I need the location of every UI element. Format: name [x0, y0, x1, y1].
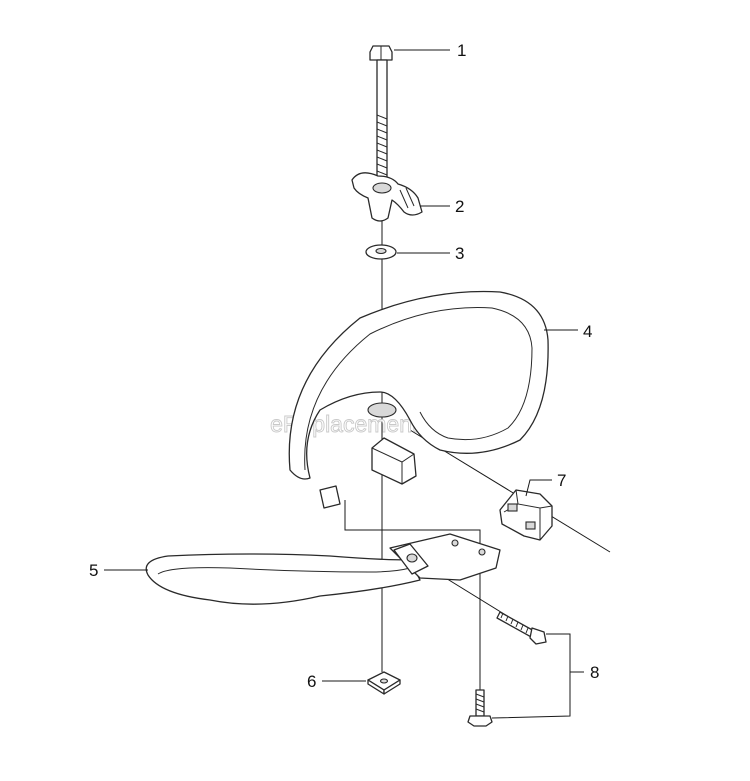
part-6-square-nut [367, 671, 401, 695]
callout-2: 2 [455, 197, 464, 216]
callout-labels: 1 2 3 4 5 6 7 8 [89, 41, 599, 691]
callout-1: 1 [457, 41, 466, 60]
leader-lines [104, 49, 584, 719]
part-3-washer [365, 244, 397, 260]
part-5-guard-bar [145, 533, 501, 605]
callout-3: 3 [455, 244, 464, 263]
part-2-wing-knob [351, 172, 423, 222]
callout-5: 5 [89, 561, 98, 580]
callout-7: 7 [557, 471, 566, 490]
part-1-bolt [369, 45, 393, 193]
callout-8: 8 [590, 663, 599, 682]
callout-4: 4 [583, 322, 592, 341]
part-7-clamp [499, 489, 553, 541]
part-4-front-handle [288, 290, 549, 509]
part-8-screws [467, 611, 547, 727]
callout-6: 6 [307, 672, 316, 691]
